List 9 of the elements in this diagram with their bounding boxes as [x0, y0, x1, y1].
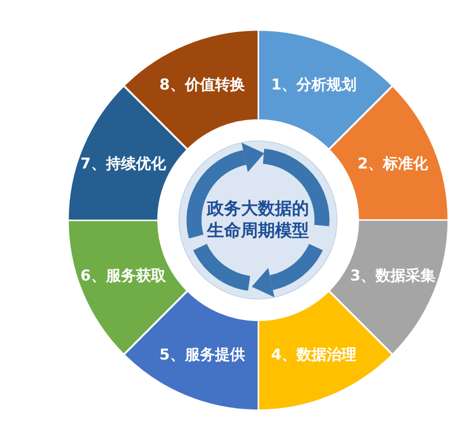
segment-label: 7、持续优化 [80, 154, 166, 174]
segment-label: 1、分析规划 [271, 76, 357, 95]
segment-label: 8、价值转换 [159, 76, 245, 95]
center-title: 政务大数据的生命周期模型 [206, 198, 310, 242]
segment-label: 5、服务提供 [159, 345, 245, 364]
segment-label: 6、服务获取 [80, 266, 166, 286]
segment-label: 3、数据采集 [350, 266, 436, 286]
segment-label: 2、标准化 [358, 154, 428, 174]
segment-label: 4、数据治理 [271, 345, 357, 364]
